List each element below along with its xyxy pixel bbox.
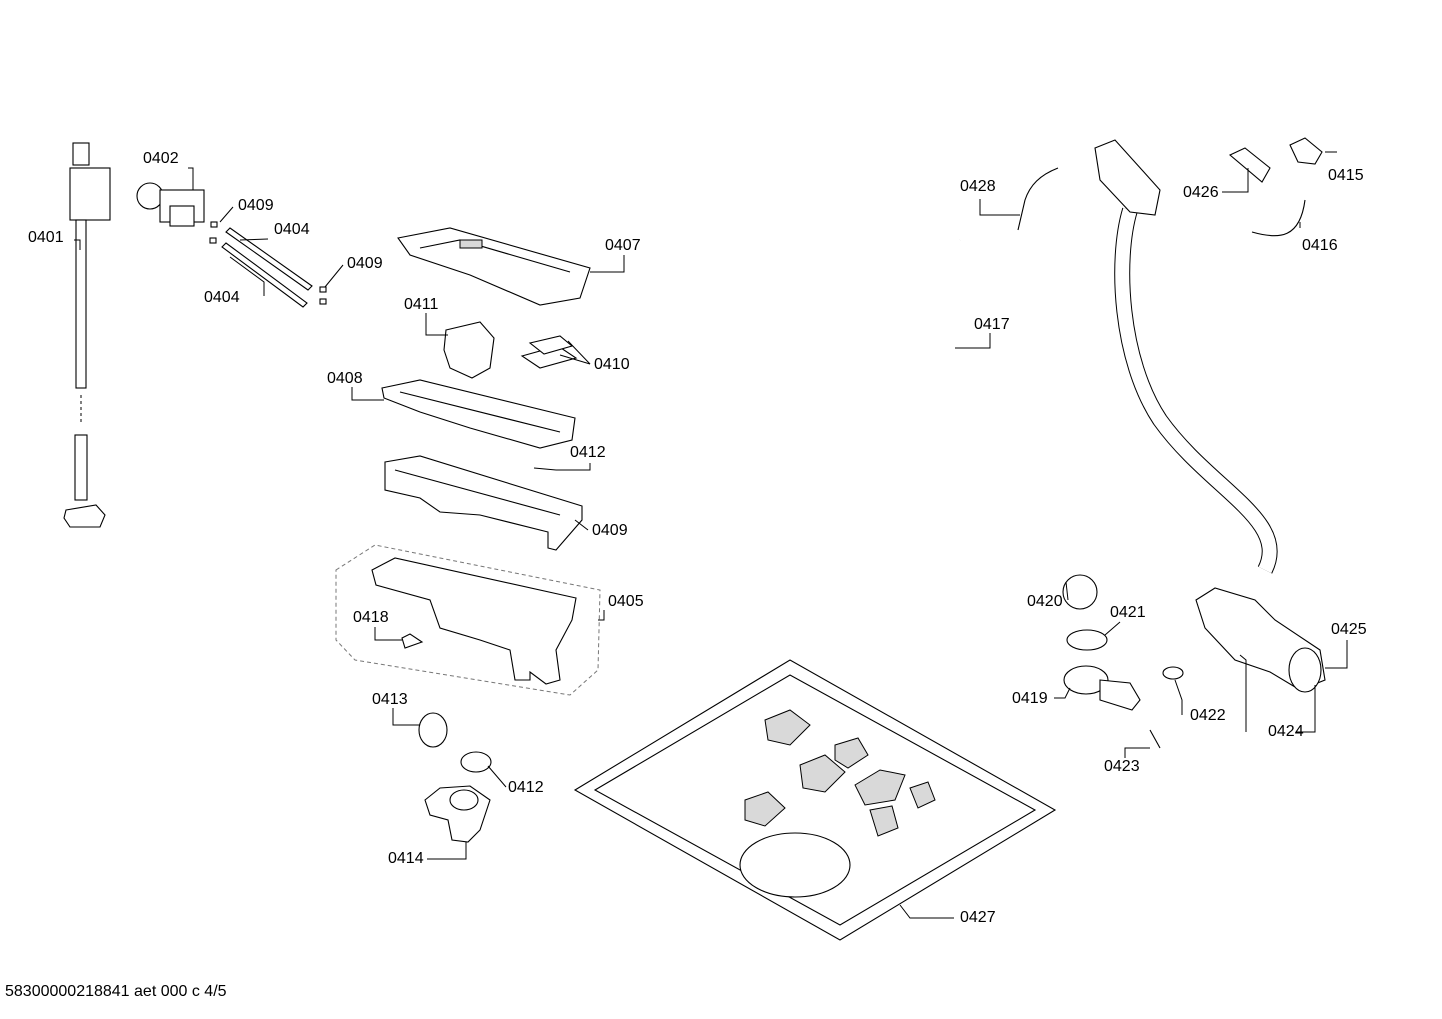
label-0422: 0422	[1190, 707, 1226, 724]
part-0408-tray	[381, 379, 576, 449]
part-0412-clamp	[460, 751, 492, 773]
part-0414-sump	[424, 785, 491, 843]
document-reference: 58300000218841 aet 000 c 4/5	[5, 983, 227, 1000]
label-0426: 0426	[1183, 184, 1219, 201]
part-0413-seal	[418, 712, 448, 748]
part-0411-module	[443, 321, 495, 379]
part-0421-clamp	[1066, 629, 1108, 651]
label-0414: 0414	[388, 850, 424, 867]
label-0428: 0428	[960, 178, 996, 195]
label-0404-a: 0404	[274, 221, 310, 238]
label-0417: 0417	[974, 316, 1010, 333]
part-drain-hose	[1094, 139, 1278, 574]
label-0424: 0424	[1268, 723, 1304, 740]
label-0407: 0407	[605, 237, 641, 254]
part-0402-inlet-valve	[136, 182, 205, 227]
leader-lines	[74, 151, 1348, 919]
label-0408: 0408	[327, 370, 363, 387]
part-0426-sensor	[1228, 147, 1271, 183]
part-0428-small-hose	[1017, 167, 1059, 231]
part-0422-clamp	[1162, 666, 1184, 680]
part-0409-clips	[209, 221, 327, 305]
part-0407-dispenser-cover	[397, 227, 591, 306]
label-0415: 0415	[1328, 167, 1364, 184]
part-0416-wire	[1251, 199, 1306, 237]
part-0424-drain-pump	[1195, 587, 1326, 693]
label-0401: 0401	[28, 229, 64, 246]
part-0415-pressure-switch	[1289, 137, 1323, 165]
part-0427-base-plate	[573, 659, 1057, 941]
label-0409-b: 0409	[347, 255, 383, 272]
part-0409-drawer	[384, 455, 583, 551]
part-0410-flaps	[520, 335, 578, 369]
label-0410: 0410	[594, 356, 630, 373]
part-0401-inlet-hose	[63, 142, 111, 528]
label-0412-a: 0412	[570, 444, 606, 461]
label-0413: 0413	[372, 691, 408, 708]
label-0425: 0425	[1331, 621, 1367, 638]
part-0420-ring	[1062, 574, 1098, 610]
label-0418: 0418	[353, 609, 389, 626]
label-0409-a: 0409	[238, 197, 274, 214]
label-0421: 0421	[1110, 604, 1146, 621]
label-0412-b: 0412	[508, 779, 544, 796]
part-0404-hoses	[221, 227, 313, 308]
label-0404-b: 0404	[204, 289, 240, 306]
part-0417-hose	[933, 142, 1104, 511]
part-0405-dispenser-housing	[335, 544, 601, 696]
label-0419: 0419	[1012, 690, 1048, 707]
label-0420: 0420	[1027, 593, 1063, 610]
label-0416: 0416	[1302, 237, 1338, 254]
label-0405: 0405	[608, 593, 644, 610]
label-0402: 0402	[143, 150, 179, 167]
part-0412-clip	[533, 467, 557, 471]
label-0409-c: 0409	[592, 522, 628, 539]
label-0423: 0423	[1104, 758, 1140, 775]
label-0411: 0411	[404, 296, 439, 313]
part-0423-screw	[1149, 729, 1161, 749]
label-0427: 0427	[960, 909, 996, 926]
part-0419-filter-housing	[1063, 665, 1141, 711]
